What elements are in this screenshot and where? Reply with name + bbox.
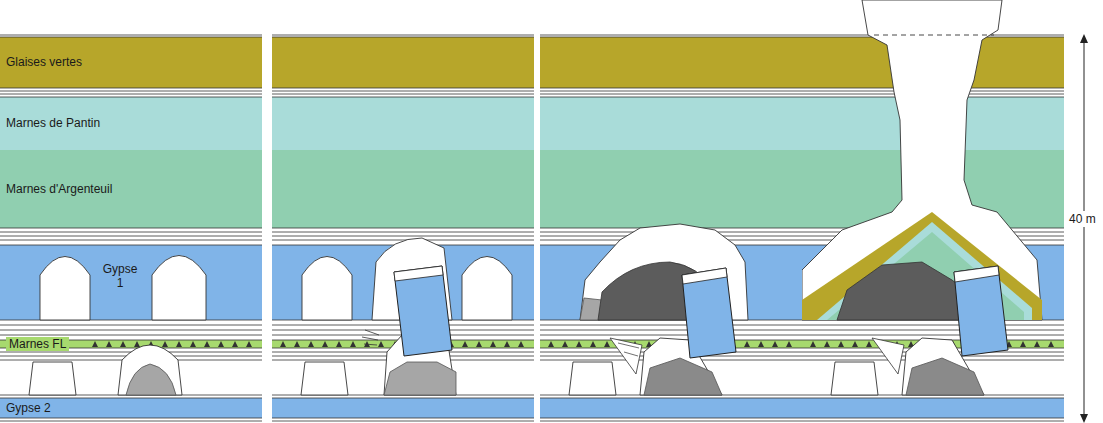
layer-name: Gypse 1 [103,262,138,290]
stage-panel [802,212,1042,320]
layer-name: Marnes d'Argenteuil [6,182,112,196]
stage-panel [152,256,206,321]
stage-panel [462,257,512,321]
stage-panel [362,330,379,345]
stage-panel [384,362,456,395]
stage-panel [802,0,1042,320]
dimension-arrow [1080,34,1088,423]
layer-band: Marnes d'Argenteuil [6,182,112,196]
stage-panel [272,0,534,423]
stage-panel [874,35,994,36]
stage-panel [802,0,1064,423]
stage-panel [954,266,1008,356]
stage-panel [682,268,727,284]
layer-band: Gypse 1 [98,262,142,290]
stage-panel [126,364,176,395]
stage-panel [272,0,534,423]
stage-panel [954,266,999,282]
stage-panel [0,0,262,423]
dimension-arrow [1084,40,1085,418]
layer-band: Marnes FL [6,337,69,351]
stage-panel [644,358,722,395]
stage-panel [802,0,1064,423]
stage-panel [540,0,802,423]
stage-panel [272,0,534,423]
stage-panel [0,0,262,423]
layer-name: Marnes FL [9,337,66,351]
layer-band: Marnes de Pantin [6,116,100,130]
stage-panel [540,0,802,423]
stage-panel [682,268,736,358]
dimension-text: 40 m [1069,212,1096,226]
stage-panel [540,0,802,423]
stage-panel [618,343,639,356]
stage-panel [302,257,352,321]
stage-panel [118,345,182,395]
layer-name: Glaises vertes [6,55,82,69]
stage-panel [394,266,452,356]
stage-panel [906,358,984,395]
stage-panel [0,0,262,423]
layer-band: Gypse 2 [6,401,51,415]
dimension-label: 40 m [1067,211,1098,227]
layer-name: Gypse 2 [6,401,51,415]
stage-panel [394,266,443,281]
stage-panel [872,338,904,374]
layer-band: Glaises vertes [6,55,82,69]
stage-panel [802,0,1064,423]
stage-panel [40,257,90,321]
stage-panel [610,338,642,374]
layer-name: Marnes de Pantin [6,116,100,130]
dimension-arrow [1080,34,1088,423]
